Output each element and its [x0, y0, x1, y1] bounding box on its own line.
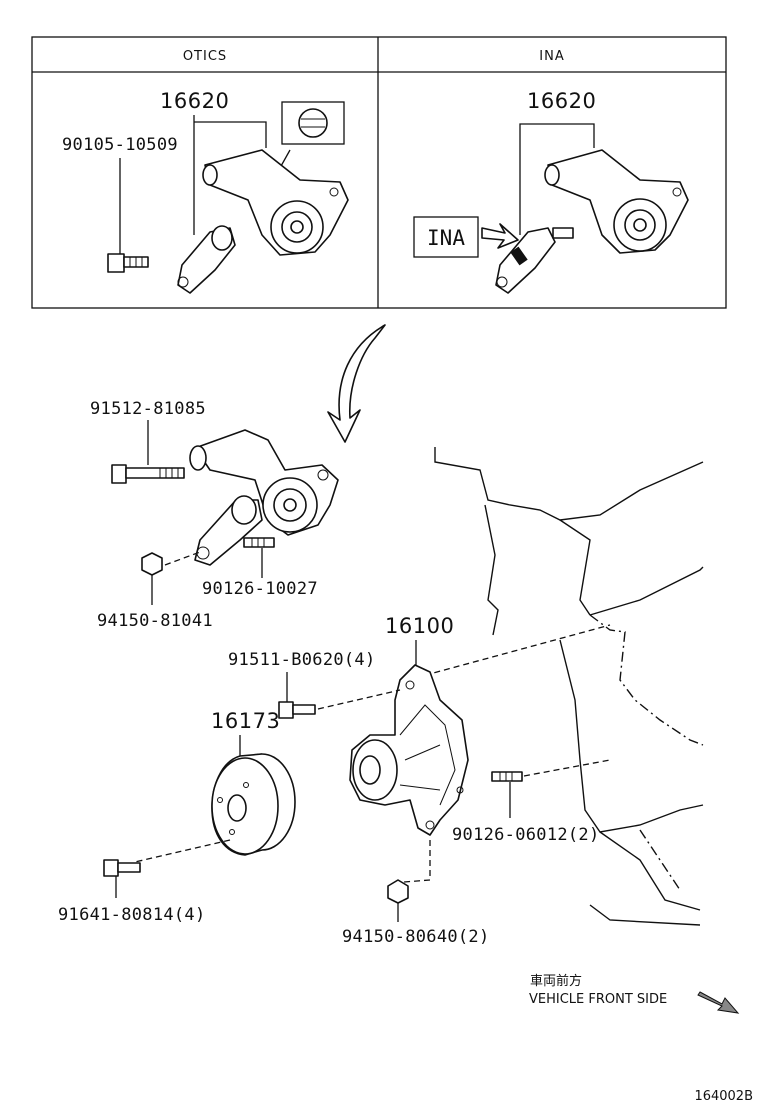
direction-japanese: 車両前方	[530, 973, 582, 989]
otics-bolt-icon	[107, 253, 149, 273]
ina-box-label: INA	[427, 226, 465, 250]
pump-nut-icon	[387, 879, 409, 904]
otics-tensioner-icon	[177, 149, 349, 294]
vehicle-front-indicator: 車両前方 VEHICLE FRONT SIDE	[529, 973, 740, 1014]
tensioner-stud-icon	[243, 537, 275, 548]
ina-tensioner-icon	[495, 149, 689, 294]
pump-nut-label: 94150-80640(2)	[342, 927, 490, 947]
tensioner-exploded: 91512-81085 90126-10027	[90, 399, 339, 631]
water-pump-group: 16100 91511-B0620(4) 90126	[228, 614, 611, 947]
header-ina: INA	[539, 49, 564, 64]
tensioner-bolt-label: 91512-81085	[90, 399, 206, 419]
header-otics: OTICS	[183, 49, 227, 64]
pump-bolt-icon	[278, 701, 316, 719]
tensioner-stud-label: 90126-10027	[202, 579, 318, 599]
water-pump-icon	[349, 664, 469, 836]
assembly-arrow-icon	[327, 324, 386, 443]
ina-cell: 16620 INA	[413, 89, 689, 294]
otics-cell: 16620 90105-10509	[62, 89, 349, 294]
otics-bolt-label: 90105-10509	[62, 135, 178, 155]
variant-table: OTICS INA	[31, 36, 727, 309]
direction-arrow-icon	[697, 991, 740, 1014]
pulley-bolt-label: 91641-80814(4)	[58, 905, 206, 925]
tensioner-bolt-icon	[111, 464, 185, 484]
ina-assembly-label: 16620	[527, 89, 596, 113]
tensioner-nut-label: 94150-81041	[97, 611, 213, 631]
engine-block-outline	[434, 447, 704, 926]
tensioner-nut-icon	[141, 552, 163, 576]
pulley-bolt-icon	[103, 859, 141, 877]
pump-stud-icon	[491, 771, 523, 782]
ina-label-box	[413, 216, 479, 258]
figure-id: 164002B	[694, 1089, 753, 1104]
otics-slot-detail-icon	[275, 101, 345, 193]
pulley-label: 16173	[211, 709, 280, 733]
pulley-icon	[211, 753, 296, 856]
direction-english: VEHICLE FRONT SIDE	[529, 992, 667, 1007]
pump-stud-label: 90126-06012(2)	[452, 825, 600, 845]
pump-bolt-label: 91511-B0620(4)	[228, 650, 376, 670]
tensioner-assembly-icon	[189, 429, 339, 566]
otics-assembly-label: 16620	[160, 89, 229, 113]
pulley-group: 16173 91641-80814(4)	[58, 709, 296, 925]
water-pump-label: 16100	[385, 614, 454, 638]
